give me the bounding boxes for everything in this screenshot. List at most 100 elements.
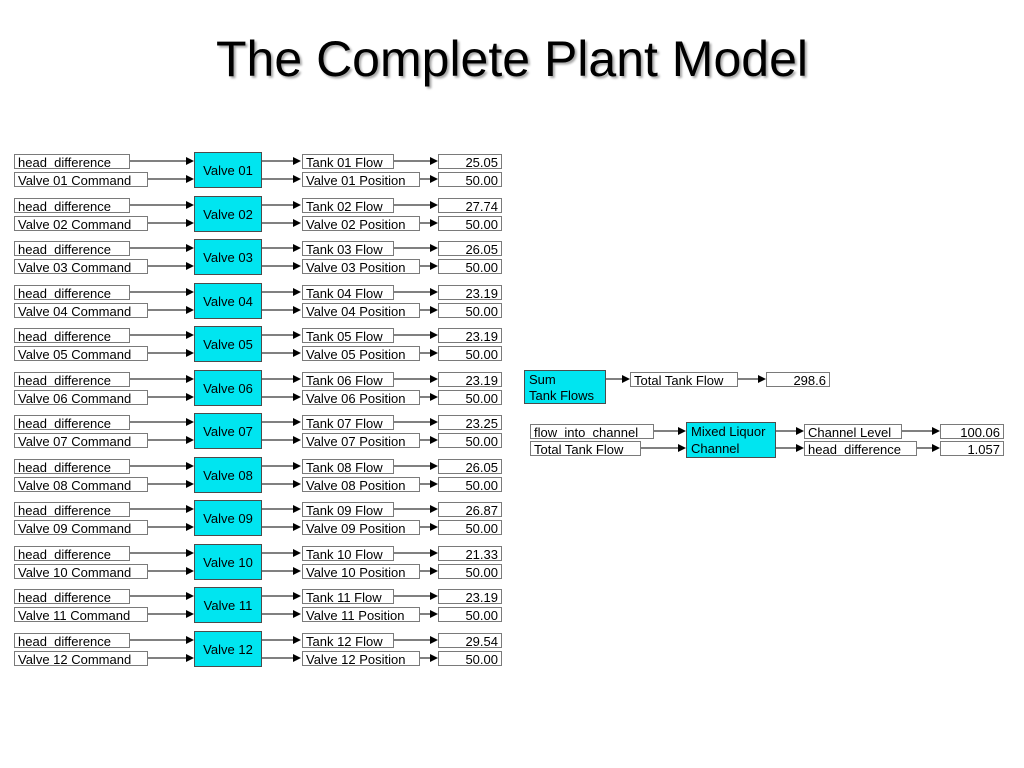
valve-input-head-difference: head_difference [14,589,130,604]
valve-position-value: 50.00 [438,564,502,579]
tank-flow-value: 27.74 [438,198,502,213]
valve-command-input: Valve 12 Command [14,651,148,666]
valve-position-value: 50.00 [438,303,502,318]
mixed-liquor-channel-block[interactable]: Mixed Liquor Channel [686,422,776,458]
valve-position-value: 50.00 [438,390,502,405]
valve-position-value: 50.00 [438,346,502,361]
tank-flow-output: Tank 08 Flow [302,459,394,474]
valve-position-output: Valve 12 Position [302,651,420,666]
tank-flow-value: 26.05 [438,241,502,256]
valve-command-input: Valve 09 Command [14,520,148,535]
tank-flow-output: Tank 05 Flow [302,328,394,343]
valve-position-value: 50.00 [438,216,502,231]
valve-command-input: Valve 04 Command [14,303,148,318]
tank-flow-output: Tank 07 Flow [302,415,394,430]
tank-flow-output: Tank 09 Flow [302,502,394,517]
tank-flow-output: Tank 02 Flow [302,198,394,213]
valve-position-output: Valve 03 Position [302,259,420,274]
valve-command-input: Valve 08 Command [14,477,148,492]
tank-flow-output: Tank 04 Flow [302,285,394,300]
tank-flow-value: 21.33 [438,546,502,561]
slide-title: The Complete Plant Model [216,31,808,87]
channel-block-line1: Mixed Liquor [691,424,766,439]
sum-block[interactable]: Sum Tank Flows [524,370,606,404]
valve-position-value: 50.00 [438,433,502,448]
valve-command-input: Valve 10 Command [14,564,148,579]
valve-position-output: Valve 10 Position [302,564,420,579]
valve-block[interactable]: Valve 06 [194,370,262,406]
tank-flow-value: 23.25 [438,415,502,430]
valve-position-value: 50.00 [438,607,502,622]
valve-input-head-difference: head_difference [14,415,130,430]
valve-block[interactable]: Valve 03 [194,239,262,275]
tank-flow-output: Tank 03 Flow [302,241,394,256]
valve-position-output: Valve 09 Position [302,520,420,535]
sum-block-line1: Sum [529,371,556,387]
sum-block-line2: Tank Flows [529,387,595,403]
total-tank-flow-value: 298.6 [766,372,830,387]
valve-block[interactable]: Valve 05 [194,326,262,362]
tank-flow-output: Tank 11 Flow [302,589,394,604]
valve-block[interactable]: Valve 12 [194,631,262,667]
tank-flow-value: 23.19 [438,328,502,343]
valve-position-output: Valve 11 Position [302,607,420,622]
valve-input-head-difference: head_difference [14,198,130,213]
valve-block[interactable]: Valve 02 [194,196,262,232]
valve-position-value: 50.00 [438,259,502,274]
valve-position-value: 50.00 [438,477,502,492]
tank-flow-value: 23.19 [438,285,502,300]
tank-flow-output: Tank 01 Flow [302,154,394,169]
tank-flow-output: Tank 10 Flow [302,546,394,561]
valve-block[interactable]: Valve 09 [194,500,262,536]
valve-input-head-difference: head_difference [14,285,130,300]
valve-block[interactable]: Valve 10 [194,544,262,580]
tank-flow-output: Tank 12 Flow [302,633,394,648]
head-difference-output-label: head_difference [804,441,917,456]
tank-flow-value: 29.54 [438,633,502,648]
valve-position-output: Valve 04 Position [302,303,420,318]
valve-position-output: Valve 08 Position [302,477,420,492]
tank-flow-value: 23.19 [438,372,502,387]
total-tank-flow-input: Total Tank Flow [530,441,641,456]
valve-block[interactable]: Valve 01 [194,152,262,188]
valve-command-input: Valve 07 Command [14,433,148,448]
valve-input-head-difference: head_difference [14,502,130,517]
tank-flow-output: Tank 06 Flow [302,372,394,387]
tank-flow-value: 25.05 [438,154,502,169]
channel-level-label: Channel Level [804,424,902,439]
valve-position-output: Valve 01 Position [302,172,420,187]
tank-flow-value: 26.05 [438,459,502,474]
valve-block[interactable]: Valve 07 [194,413,262,449]
valve-block[interactable]: Valve 04 [194,283,262,319]
tank-flow-value: 26.87 [438,502,502,517]
valve-position-output: Valve 05 Position [302,346,420,361]
valve-command-input: Valve 05 Command [14,346,148,361]
tank-flow-value: 23.19 [438,589,502,604]
valve-input-head-difference: head_difference [14,633,130,648]
valve-input-head-difference: head_difference [14,328,130,343]
valve-input-head-difference: head_difference [14,459,130,474]
channel-level-value: 100.06 [940,424,1004,439]
valve-command-input: Valve 03 Command [14,259,148,274]
valve-position-value: 50.00 [438,651,502,666]
valve-command-input: Valve 06 Command [14,390,148,405]
head-difference-value: 1.057 [940,441,1004,456]
valve-command-input: Valve 11 Command [14,607,148,622]
valve-input-head-difference: head_difference [14,546,130,561]
valve-block[interactable]: Valve 11 [194,587,262,623]
valve-input-head-difference: head_difference [14,154,130,169]
valve-input-head-difference: head_difference [14,372,130,387]
valve-input-head-difference: head_difference [14,241,130,256]
channel-block-line2: Channel [691,441,740,456]
valve-position-output: Valve 06 Position [302,390,420,405]
valve-position-output: Valve 07 Position [302,433,420,448]
valve-position-output: Valve 02 Position [302,216,420,231]
valve-command-input: Valve 01 Command [14,172,148,187]
valve-block[interactable]: Valve 08 [194,457,262,493]
valve-position-value: 50.00 [438,172,502,187]
valve-command-input: Valve 02 Command [14,216,148,231]
total-tank-flow-label: Total Tank Flow [630,372,738,387]
valve-position-value: 50.00 [438,520,502,535]
flow-into-channel-input: flow_into_channel [530,424,654,439]
